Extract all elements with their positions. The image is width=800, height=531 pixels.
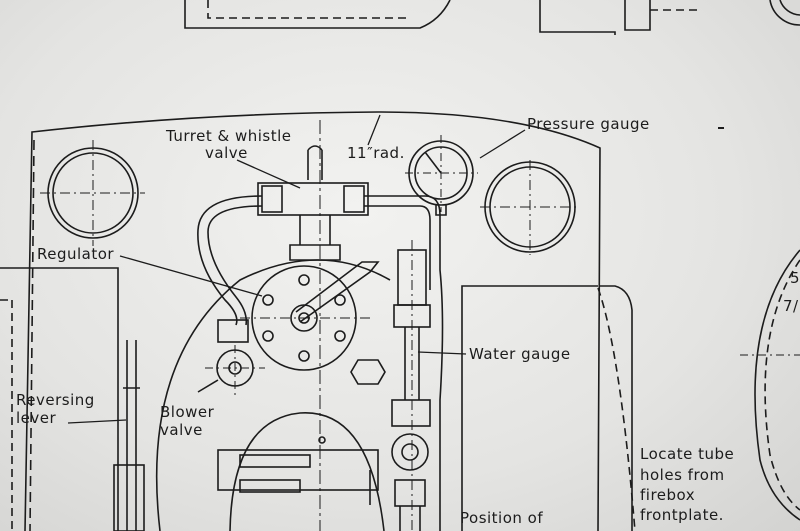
hex-nut [350, 359, 386, 385]
firebox-door [217, 412, 385, 531]
locate-tube-label-line2: holes from [640, 466, 725, 484]
blower-valve-label-line1: Blower [160, 403, 215, 421]
radius-label: 11″rad. [347, 144, 405, 162]
turret [257, 145, 369, 261]
reversing-lever-label-line2: lever [16, 409, 57, 427]
position-of-label: Position of [460, 509, 544, 527]
blower-valve-drawing [197, 319, 265, 395]
turret-valve-label-line1: Turret & whistle [166, 127, 292, 145]
backhead-outline [24, 111, 601, 531]
leader-lines [67, 114, 526, 424]
left-spectacle [40, 140, 145, 246]
side-plate [0, 267, 119, 531]
locate-tube-label-line1: Locate tube [640, 445, 735, 463]
edge-number-7: 7/ [783, 297, 799, 315]
locate-tube-label-line4: frontplate. [640, 506, 724, 524]
right-spectacle [480, 160, 580, 255]
pressure-gauge-drawing [405, 135, 478, 216]
blower-valve-label-line2: valve [160, 421, 203, 439]
edge-circle [754, 249, 800, 521]
edge-number-5: 5 [790, 269, 800, 287]
turret-valve-label-line2: valve [205, 144, 248, 162]
regulator-body [155, 259, 391, 531]
water-gauge-label: Water gauge [469, 345, 571, 363]
water-gauge-drawing [391, 240, 431, 531]
locate-tube-label-line3: firebox [640, 486, 696, 504]
reversing-lever-label-line1: Reversing [16, 391, 95, 409]
top-part-outline [184, 0, 800, 35]
regulator-label: Regulator [37, 245, 115, 263]
pressure-gauge-label: Pressure gauge [527, 115, 650, 133]
side-frame [461, 285, 598, 531]
regulator-pipe [197, 195, 263, 326]
reversing-lever-drawing [113, 340, 145, 531]
